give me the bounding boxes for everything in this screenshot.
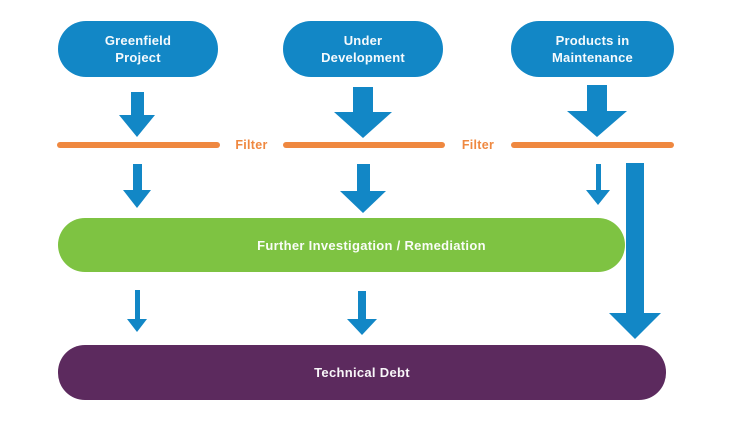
filter-line-2: [283, 142, 445, 148]
node-products-in-maintenance-label: Products in Maintenance: [552, 33, 633, 65]
arrow-greenfield-to-filter-icon: [119, 92, 155, 137]
node-technical-debt: Technical Debt: [58, 345, 666, 400]
node-greenfield-project: Greenfield Project: [58, 21, 218, 77]
node-under-development: Under Development: [283, 21, 443, 77]
filter-label-1: Filter: [235, 138, 268, 152]
filter-line-1: [57, 142, 220, 148]
node-products-in-maintenance: Products in Maintenance: [511, 21, 674, 77]
arrow-filter-to-remediation-1-icon: [123, 164, 151, 208]
node-under-development-label: Under Development: [321, 33, 405, 65]
node-greenfield-project-label: Greenfield Project: [104, 33, 172, 65]
node-further-investigation-remediation: Further Investigation / Remediation: [58, 218, 625, 272]
arrow-filter-to-remediation-3-icon: [586, 164, 610, 205]
technical-debt-label: Technical Debt: [314, 365, 410, 380]
arrow-remediation-to-debt-1-icon: [127, 290, 147, 332]
arrow-maintenance-to-debt-big-icon: [609, 163, 661, 339]
filter-line-3: [511, 142, 674, 148]
arrow-maintenance-to-filter-icon: [567, 85, 627, 137]
arrow-remediation-to-debt-2-icon: [347, 291, 377, 335]
filter-label-2: Filter: [461, 138, 495, 152]
arrow-filter-to-remediation-2-icon: [340, 164, 386, 213]
arrow-underdev-to-filter-icon: [334, 87, 392, 138]
remediation-label: Further Investigation / Remediation: [257, 237, 486, 253]
